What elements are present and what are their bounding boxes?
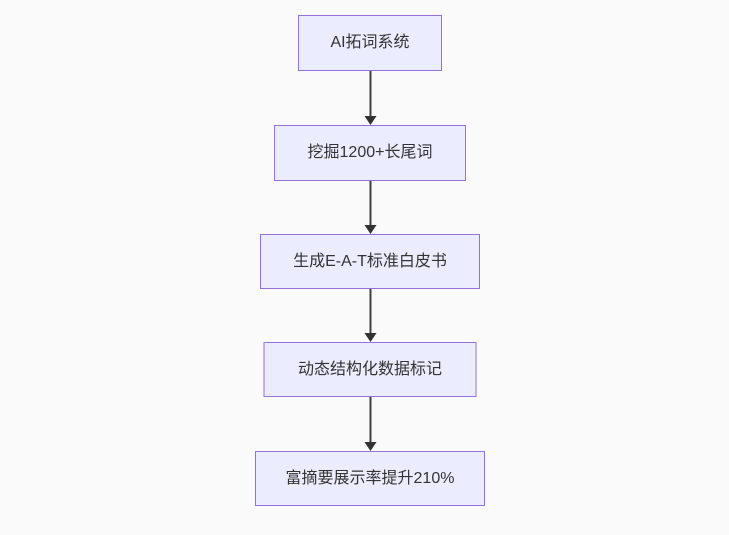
arrow-line — [369, 181, 371, 225]
arrow-line — [369, 397, 371, 442]
arrow-head-icon — [364, 225, 376, 234]
arrow-head-icon — [364, 116, 376, 125]
flow-arrow-3 — [364, 289, 377, 342]
flow-node-generate-eat-whitepaper: 生成E-A-T标准白皮书 — [260, 234, 480, 289]
flow-node-label: 生成E-A-T标准白皮书 — [293, 252, 447, 270]
arrow-line — [369, 71, 371, 116]
arrow-head-icon — [364, 442, 376, 451]
flow-node-rich-snippet-rate-increase: 富摘要展示率提升210% — [255, 451, 485, 506]
flow-node-mine-longtail-keywords: 挖掘1200+长尾词 — [274, 125, 466, 181]
flow-node-label: 富摘要展示率提升210% — [285, 469, 455, 487]
arrow-head-icon — [364, 333, 376, 342]
flow-arrow-2 — [364, 181, 377, 234]
flow-node-dynamic-structured-data-markup: 动态结构化数据标记 — [263, 342, 477, 397]
flow-node-ai-word-expansion-system: AI拓词系统 — [298, 15, 442, 71]
flow-node-label: 动态结构化数据标记 — [297, 360, 442, 378]
flow-node-label: AI拓词系统 — [330, 34, 410, 52]
flow-arrow-4 — [364, 397, 377, 451]
flow-node-label: 挖掘1200+长尾词 — [307, 144, 433, 162]
flow-arrow-1 — [364, 71, 377, 125]
arrow-line — [369, 289, 371, 333]
